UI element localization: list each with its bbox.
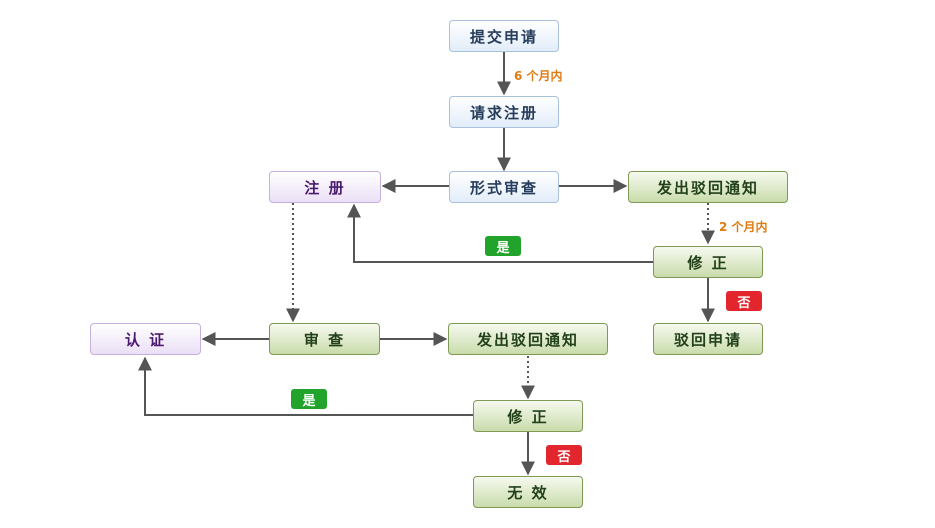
arrow-amend-2-yes-to-certify [138,356,473,416]
node-amend-2: 修 正 [473,400,583,432]
node-reject-notice-2: 发出驳回通知 [448,323,608,355]
node-formal-review: 形式审查 [449,171,559,203]
node-submit-application: 提交申请 [449,20,559,52]
note-two-months: 2 个月内 [719,220,768,234]
node-invalid: 无 效 [473,476,583,508]
arrow-amend-yes-to-register [347,203,653,263]
badge-no-2: 否 [546,445,582,465]
node-reject-notice-1: 发出驳回通知 [628,171,788,203]
node-review: 审 查 [269,323,380,355]
node-amend-1: 修 正 [653,246,763,278]
note-six-months: 6 个月内 [514,69,563,83]
node-register: 注 册 [269,171,381,203]
badge-yes-2: 是 [291,389,327,409]
node-certify: 认 证 [90,323,201,355]
badge-no-1: 否 [726,291,762,311]
node-request-registration: 请求注册 [449,96,559,128]
node-reject-application: 驳回申请 [653,323,763,355]
badge-yes-1: 是 [485,236,521,256]
